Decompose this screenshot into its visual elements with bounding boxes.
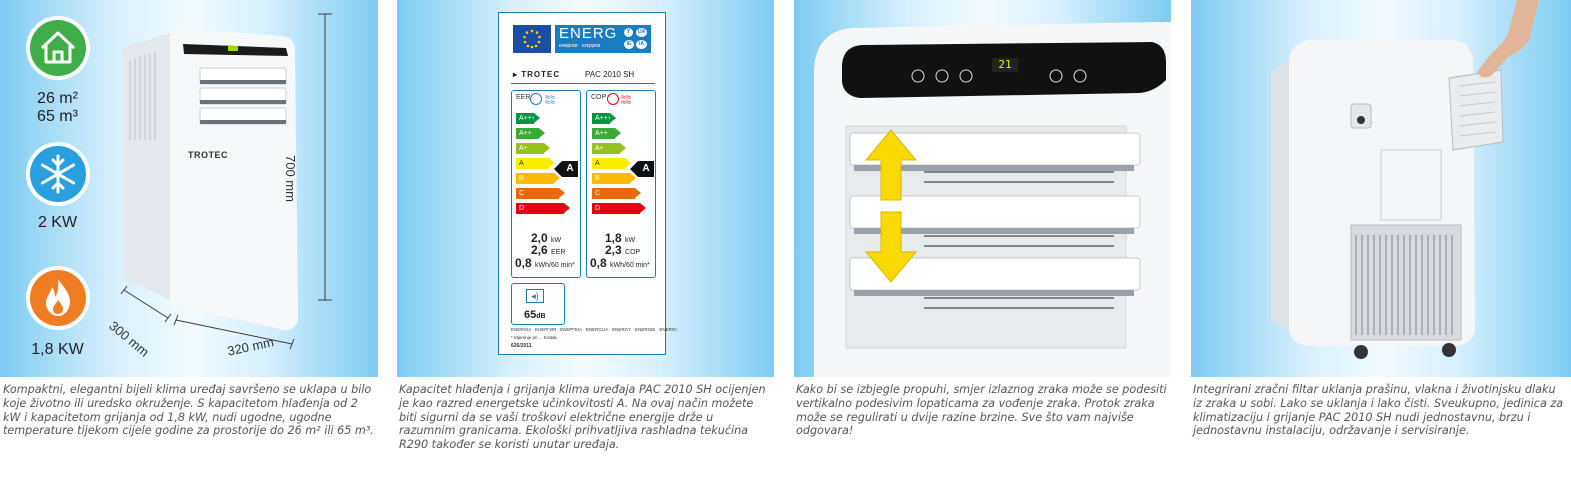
- eer-value: 2,6 EER: [531, 243, 565, 257]
- noise-value: 65dB: [524, 309, 546, 321]
- heat-kw: 1,8 kW: [605, 231, 635, 245]
- heat-consumption-unit: kWh/60 min*: [610, 262, 650, 269]
- heat-class-bar: C: [592, 188, 641, 199]
- heat-class-bar: D: [592, 203, 646, 214]
- footnote: * Mjerenje pri ... Kratak: [511, 335, 557, 340]
- eer-number: 2,6: [531, 243, 548, 257]
- cool-kw-unit: kW: [551, 237, 562, 244]
- energy-footer: ENERGIA · ЕНЕРГИЯ · ΕΝΕΡΓΕΙΑ · ENERGIJA …: [511, 327, 677, 332]
- flame-icon: [24, 264, 92, 332]
- cool-class-bar: A: [516, 158, 555, 169]
- label-model: PAC 2010 SH: [585, 70, 635, 79]
- heat-class-bar: A+: [592, 143, 626, 154]
- cop-unit: COP: [625, 249, 641, 256]
- heating-power-label: 1,8 KW: [31, 341, 84, 358]
- snowflake-icon: [24, 140, 92, 208]
- heat-kw-unit: kW: [625, 237, 636, 244]
- cop-number: 2,3: [605, 243, 622, 257]
- cool-class-bar: D: [516, 203, 570, 214]
- noise-number: 65: [524, 309, 537, 321]
- heating-rating: A: [630, 161, 654, 177]
- louver-panel: 21: [794, 0, 1171, 377]
- heat-class-bar: A+++: [592, 113, 616, 124]
- height-dimension: 700 mm: [283, 155, 298, 202]
- caption-4: Integrirani zračni filtar uklanja prašin…: [1193, 383, 1564, 438]
- energy-badge: IJA: [636, 28, 647, 37]
- energy-badge: Y: [624, 28, 633, 37]
- heat-class-bar: B: [592, 173, 636, 184]
- divider: [511, 83, 655, 84]
- cool-class-bar: A+++: [516, 113, 540, 124]
- energy-label: ENERG енергия · ενεργεια Y IJA IE IA ▸ T…: [498, 12, 677, 355]
- air-filter-image: [1271, 0, 1539, 359]
- speaker-icon: ◂): [526, 289, 544, 303]
- brand-logo: TROTEC: [188, 150, 228, 160]
- noise-unit: dB: [536, 313, 546, 320]
- heat-class-bar: A++: [592, 128, 621, 139]
- label-brand-text: TROTEC: [521, 70, 561, 79]
- energy-badge: IA: [636, 40, 647, 49]
- cop-label: COP: [591, 94, 607, 101]
- eu-flag-icon: [513, 25, 551, 53]
- heating-box: [586, 90, 656, 278]
- temperature-display: 21: [992, 58, 1018, 72]
- energy-badge: IE: [624, 40, 634, 49]
- heat-class-bar: A: [592, 158, 631, 169]
- product-dimensions-panel: 26 m² 65 m³ 2 KW 1,8 KW: [0, 0, 378, 377]
- heat-consumption-value: 0,8: [590, 256, 607, 270]
- heat-kw-value: 1,8: [605, 231, 622, 245]
- filter-insert-icon: [1448, 69, 1504, 151]
- regulation: 626/2011: [511, 343, 532, 349]
- louver-closeup-image: [814, 22, 1171, 377]
- cool-class-bar: C: [516, 188, 565, 199]
- cooling-power-label: 2 KW: [37, 214, 78, 231]
- cool-consumption-unit: kWh/60 min*: [535, 262, 575, 269]
- cool-consumption-value: 0,8: [515, 256, 532, 270]
- caption-2: Kapacitet hlađenja i grijanja klima uređ…: [399, 383, 766, 452]
- energy-title: ENERG: [559, 25, 618, 42]
- filter-panel: [1191, 0, 1571, 377]
- cop-value: 2,3 COP: [605, 243, 640, 257]
- caption-1: Kompaktni, elegantni bijeli klima uređaj…: [3, 383, 374, 438]
- energy-subtitle: енергия · ενεργεια: [559, 43, 601, 49]
- heating-fan-icon: [607, 93, 619, 105]
- eer-unit: EER: [551, 249, 566, 256]
- cooling-box: [511, 90, 581, 278]
- noise-box: [511, 283, 565, 325]
- cool-kw: 2,0 kW: [531, 231, 561, 245]
- cool-class-bar: A++: [516, 128, 545, 139]
- energy-header: [555, 25, 651, 53]
- room-volume-m3: 65 m³: [37, 108, 78, 125]
- room-area-m2: 26 m²: [37, 90, 78, 107]
- heat-wave-icon: ≈≈≈≈: [621, 92, 631, 107]
- air-conditioner-image: [120, 13, 332, 350]
- house-icon: [24, 14, 92, 82]
- cool-class-bar: B: [516, 173, 560, 184]
- cooling-fan-icon: [530, 93, 542, 105]
- heat-consumption: 0,8 kWh/60 min*: [590, 256, 650, 270]
- cool-class-bar: A+: [516, 143, 550, 154]
- label-brand: ▸ TROTEC: [513, 70, 561, 79]
- caption-3: Kako bi se izbjegle propuhi, smjer izlaz…: [796, 383, 1167, 438]
- cool-consumption: 0,8 kWh/60 min*: [515, 256, 575, 270]
- cool-kw-value: 2,0: [531, 231, 548, 245]
- airflow-arrow-icon: [864, 129, 918, 283]
- cool-wave-icon: ≈≈≈≈: [545, 92, 555, 107]
- eer-label: EER: [516, 94, 531, 101]
- cooling-rating: A: [554, 161, 578, 177]
